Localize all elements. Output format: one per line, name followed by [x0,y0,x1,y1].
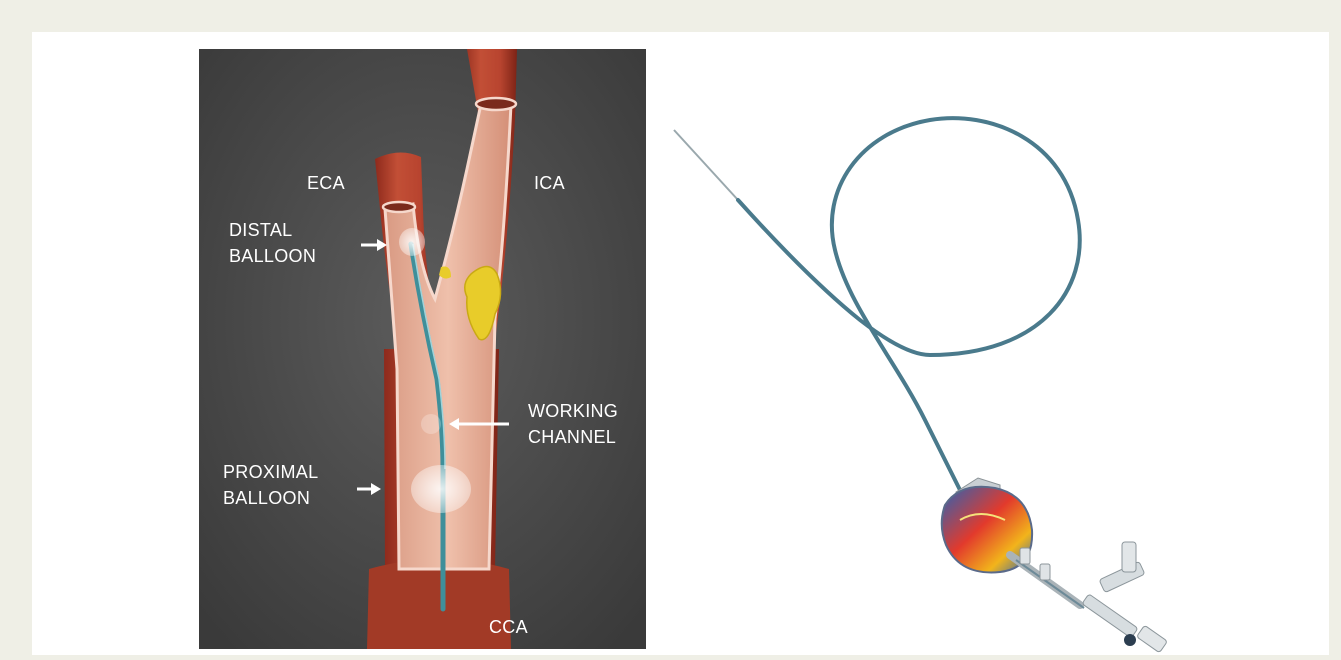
label-distal-balloon-line1: DISTAL [229,219,292,241]
label-eca: ECA [307,172,345,194]
working-channel-marker [421,414,441,434]
label-proximal-balloon-line1: PROXIMAL [223,461,318,483]
label-ica: ICA [534,172,565,194]
side-port-2 [1040,564,1050,580]
catheter-shaft [738,118,1080,490]
port-cap [1124,634,1136,646]
catheter-device-image [660,100,1220,655]
ica-opening [476,98,516,110]
stopcock-valve [1122,542,1136,572]
label-proximal-balloon-line2: BALLOON [223,487,310,509]
label-working-channel-line1: WORKING [528,400,618,422]
distal-balloon-shape [399,228,425,256]
eca-opening [383,202,415,212]
proximal-balloon-shape [411,465,471,513]
side-port-1 [1020,548,1030,564]
label-cca: CCA [489,616,528,638]
label-distal-balloon-line2: BALLOON [229,245,316,267]
carotid-artery-drawing [199,49,646,649]
guidewire-tip [674,130,738,200]
catheter-device-drawing [660,100,1220,655]
carotid-illustration: ECA ICA DISTAL BALLOON WORKING CHANNEL P… [199,49,646,649]
label-working-channel-line2: CHANNEL [528,426,616,448]
stopcock-lower [1082,594,1138,638]
luer-connector [1137,625,1168,653]
